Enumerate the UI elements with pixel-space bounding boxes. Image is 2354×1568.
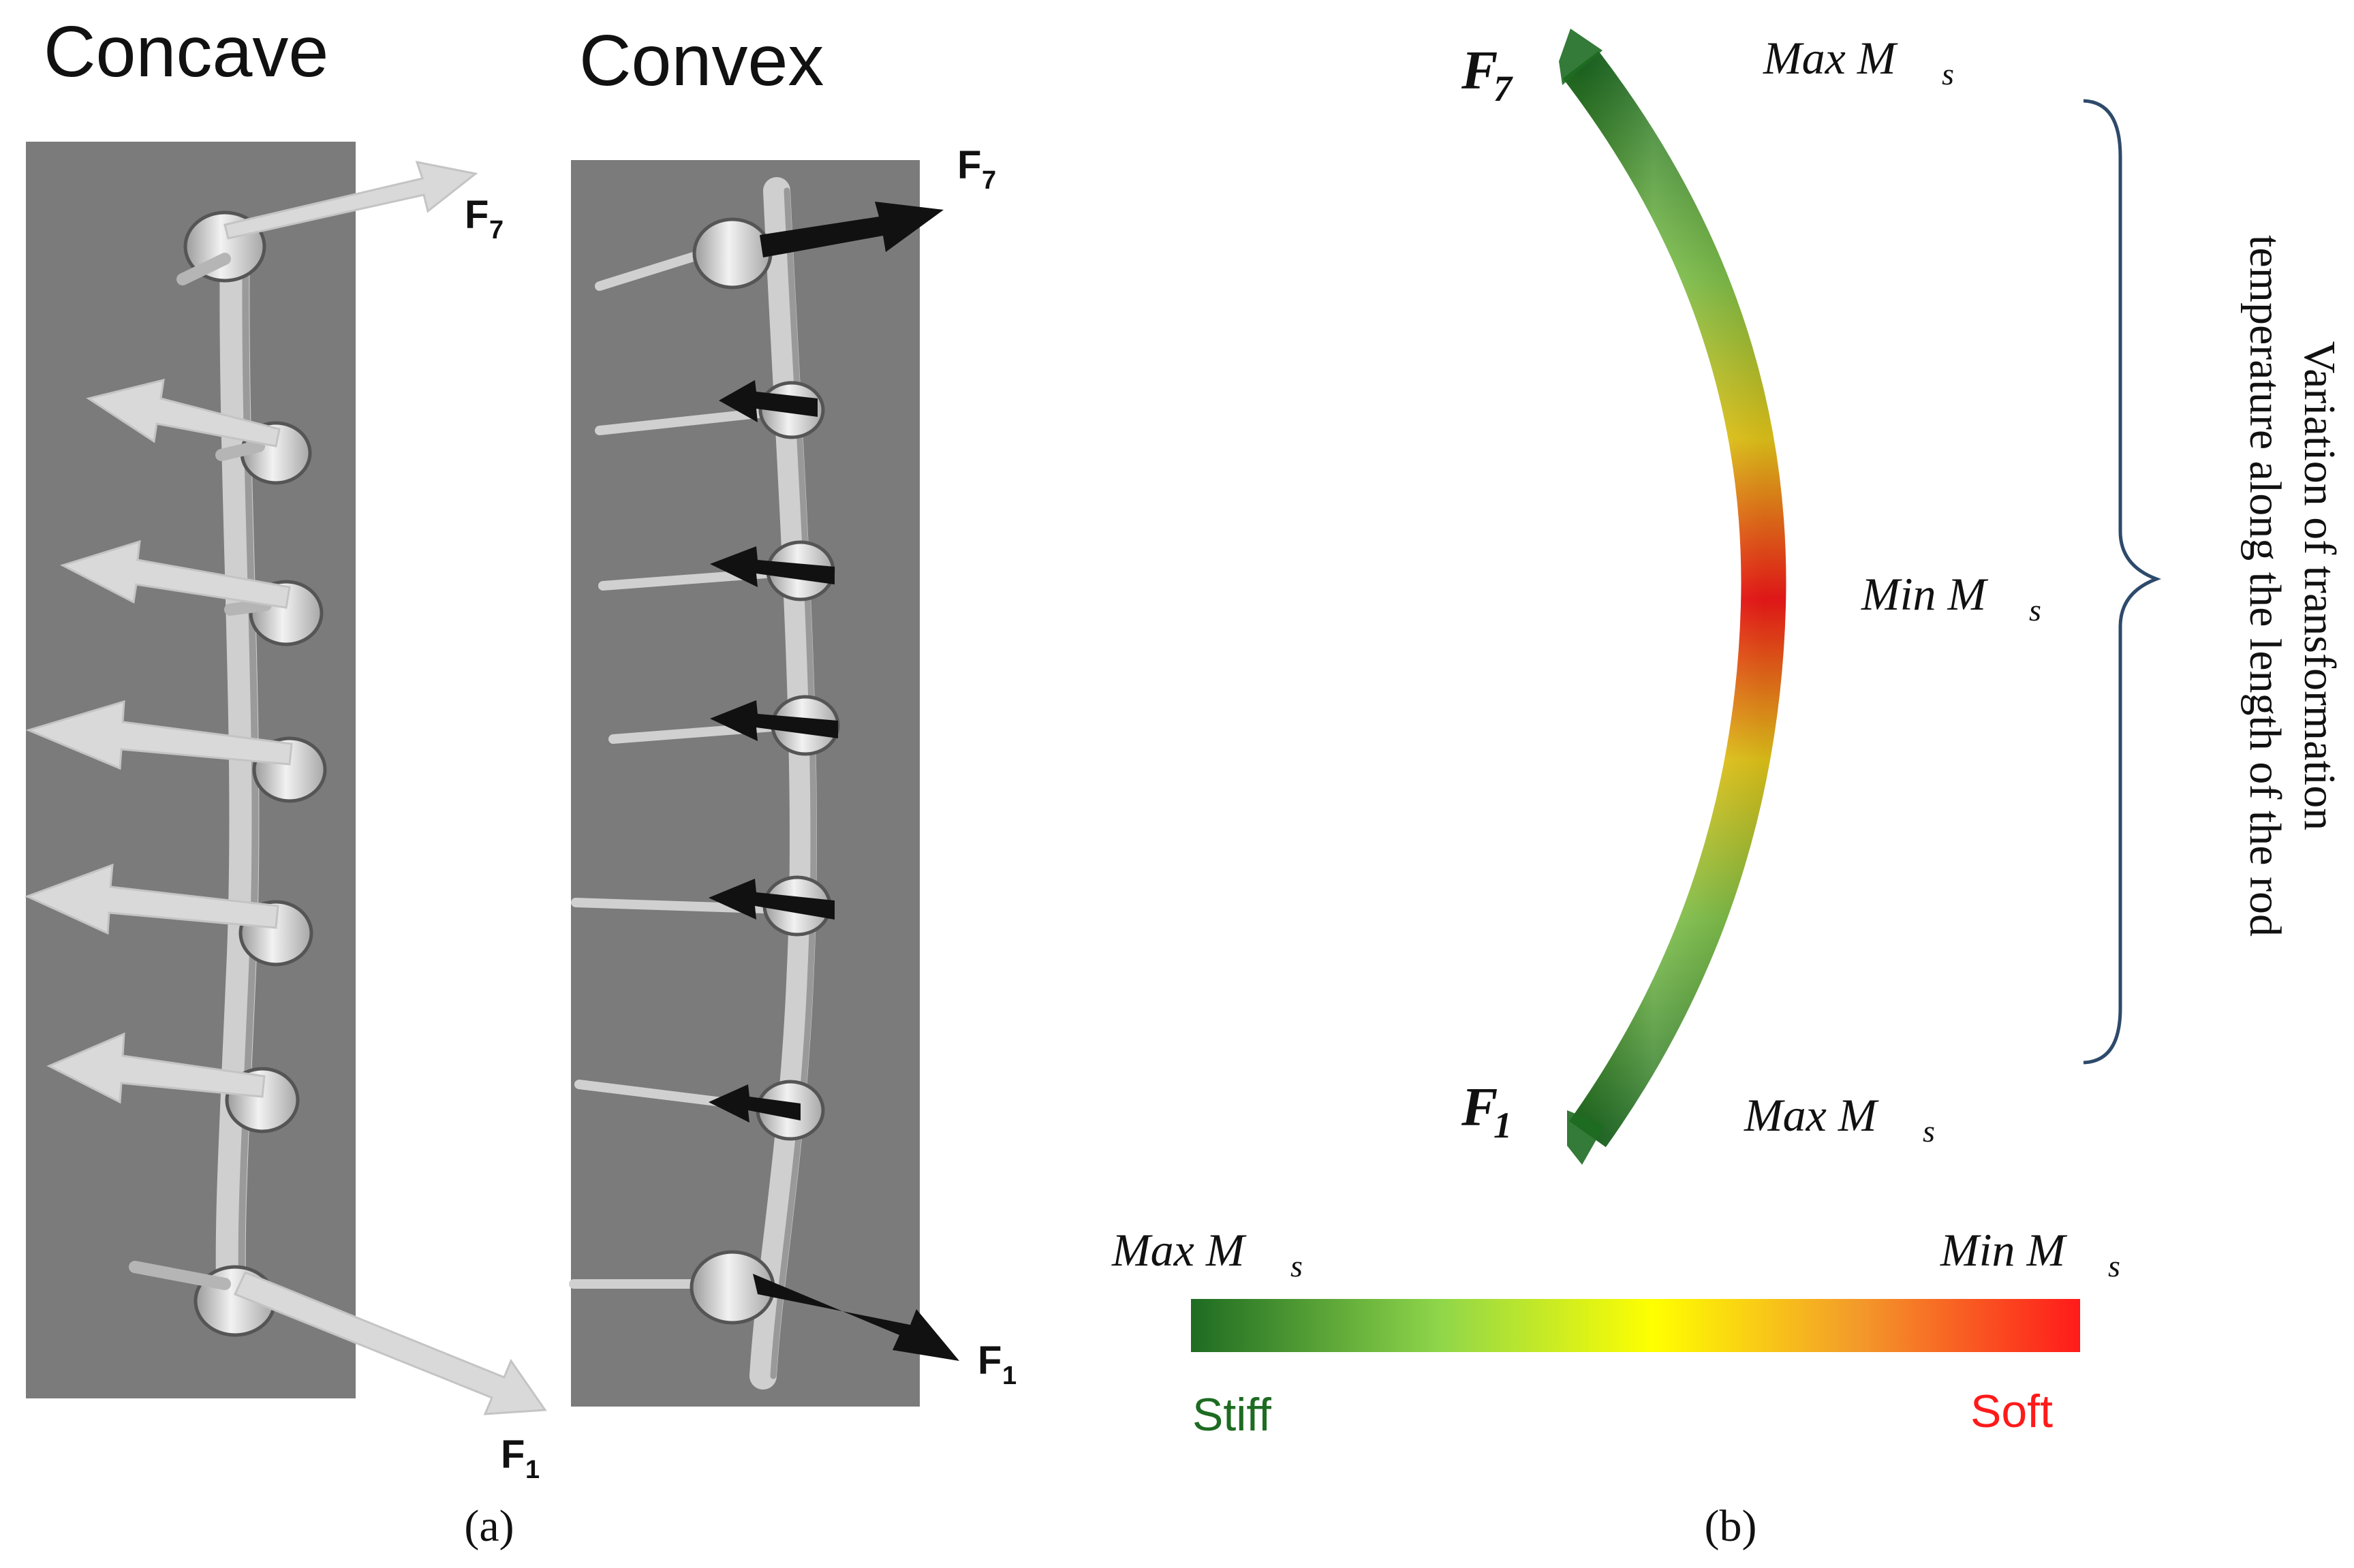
mid-min-ms-label: Min M s <box>1861 568 2041 627</box>
svg-text:s: s <box>1290 1249 1303 1283</box>
panel-b-f1-label: F 1 <box>1461 1078 1512 1146</box>
force-arrow-icon <box>46 1032 266 1104</box>
panel-a: Concave Convex <box>25 12 1017 1551</box>
force-arrow-icon <box>223 161 478 240</box>
svg-text:F: F <box>1461 41 1498 101</box>
screw-shaft <box>595 247 713 291</box>
concave-force-arrows <box>25 161 547 1415</box>
panel-b-f7-label: F 7 <box>1461 41 1513 109</box>
concave-model: F 7 F 1 <box>25 142 547 1484</box>
colorbar-gradient <box>1191 1299 2080 1352</box>
bottom-max-ms-label: Max M s <box>1744 1089 1935 1148</box>
svg-text:s: s <box>2108 1249 2120 1283</box>
svg-text:Max M: Max M <box>1763 32 1898 84</box>
panel-b: F 7 F 1 Max M s Min M s Max M s Variatio… <box>1111 29 2344 1551</box>
rod-bottom-cap <box>1567 1110 1605 1165</box>
convex-model: F 7 F 1 <box>569 143 1017 1407</box>
gradient-rod <box>1559 29 1786 1165</box>
svg-text:s: s <box>1942 57 1954 91</box>
concave-title: Concave <box>44 12 328 92</box>
concave-f7-label: F 7 <box>465 193 504 245</box>
svg-text:F: F <box>957 143 981 187</box>
screw-shaft <box>176 253 231 285</box>
svg-text:s: s <box>2029 593 2041 627</box>
convex-title: Convex <box>579 20 824 101</box>
pedicle-screw-icon <box>692 217 773 289</box>
rod-top-cap <box>1559 29 1602 85</box>
force-arrow-icon <box>709 879 835 920</box>
svg-text:F: F <box>465 193 489 237</box>
force-arrow-icon <box>86 379 281 448</box>
svg-text:1: 1 <box>1002 1362 1017 1390</box>
svg-text:7: 7 <box>982 166 996 195</box>
force-arrow-icon <box>753 1274 959 1361</box>
force-arrow-icon <box>233 1271 547 1415</box>
svg-text:7: 7 <box>1493 68 1513 109</box>
concave-f1-label: F 1 <box>501 1432 540 1484</box>
svg-text:7: 7 <box>489 216 504 245</box>
caption-a: (a) <box>464 1501 514 1551</box>
force-arrow-icon <box>25 700 293 770</box>
curly-brace-icon <box>2083 99 2162 1065</box>
screw-shaft <box>224 599 272 616</box>
colorbar: Max M s Min M s Stiff Soft <box>1111 1224 2120 1441</box>
brace-text-line2: temperature along the length of the rod <box>2240 235 2290 937</box>
stiff-label: Stiff <box>1192 1389 1271 1441</box>
screw-shaft <box>215 440 265 461</box>
convex-f1-label: F 1 <box>978 1338 1017 1390</box>
force-arrow-icon <box>719 380 818 422</box>
soft-label: Soft <box>1970 1385 2053 1437</box>
force-arrow-icon <box>760 202 944 257</box>
colorbar-left-label: Max M s <box>1111 1224 1303 1283</box>
svg-text:F: F <box>978 1338 1002 1383</box>
svg-text:1: 1 <box>525 1456 540 1484</box>
svg-text:Min M: Min M <box>1861 568 1989 620</box>
brace-text-line1: Variation of transformation <box>2295 341 2344 830</box>
svg-text:Max M: Max M <box>1111 1224 1247 1276</box>
svg-text:F: F <box>1461 1078 1498 1138</box>
top-max-ms-label: Max M s <box>1763 32 1954 91</box>
screw-shaft <box>595 407 775 435</box>
convex-force-arrows <box>709 202 959 1361</box>
force-arrow-icon <box>60 539 291 609</box>
svg-text:Max M: Max M <box>1744 1089 1879 1141</box>
convex-f7-label: F 7 <box>957 143 996 195</box>
svg-text:s: s <box>1923 1114 1935 1148</box>
force-arrow-icon <box>710 700 838 741</box>
force-arrow-icon <box>709 1084 801 1123</box>
colorbar-right-label: Min M s <box>1940 1224 2120 1283</box>
convex-panel-background <box>571 160 920 1407</box>
screw-shaft <box>129 1261 231 1290</box>
force-arrow-icon <box>25 863 279 935</box>
svg-text:Min M: Min M <box>1940 1224 2068 1276</box>
force-arrow-icon <box>710 546 835 587</box>
svg-text:1: 1 <box>1493 1105 1512 1146</box>
brace-annotation: Variation of transformation temperature … <box>2240 235 2344 937</box>
svg-text:F: F <box>501 1432 525 1477</box>
caption-b: (b) <box>1705 1501 1757 1551</box>
